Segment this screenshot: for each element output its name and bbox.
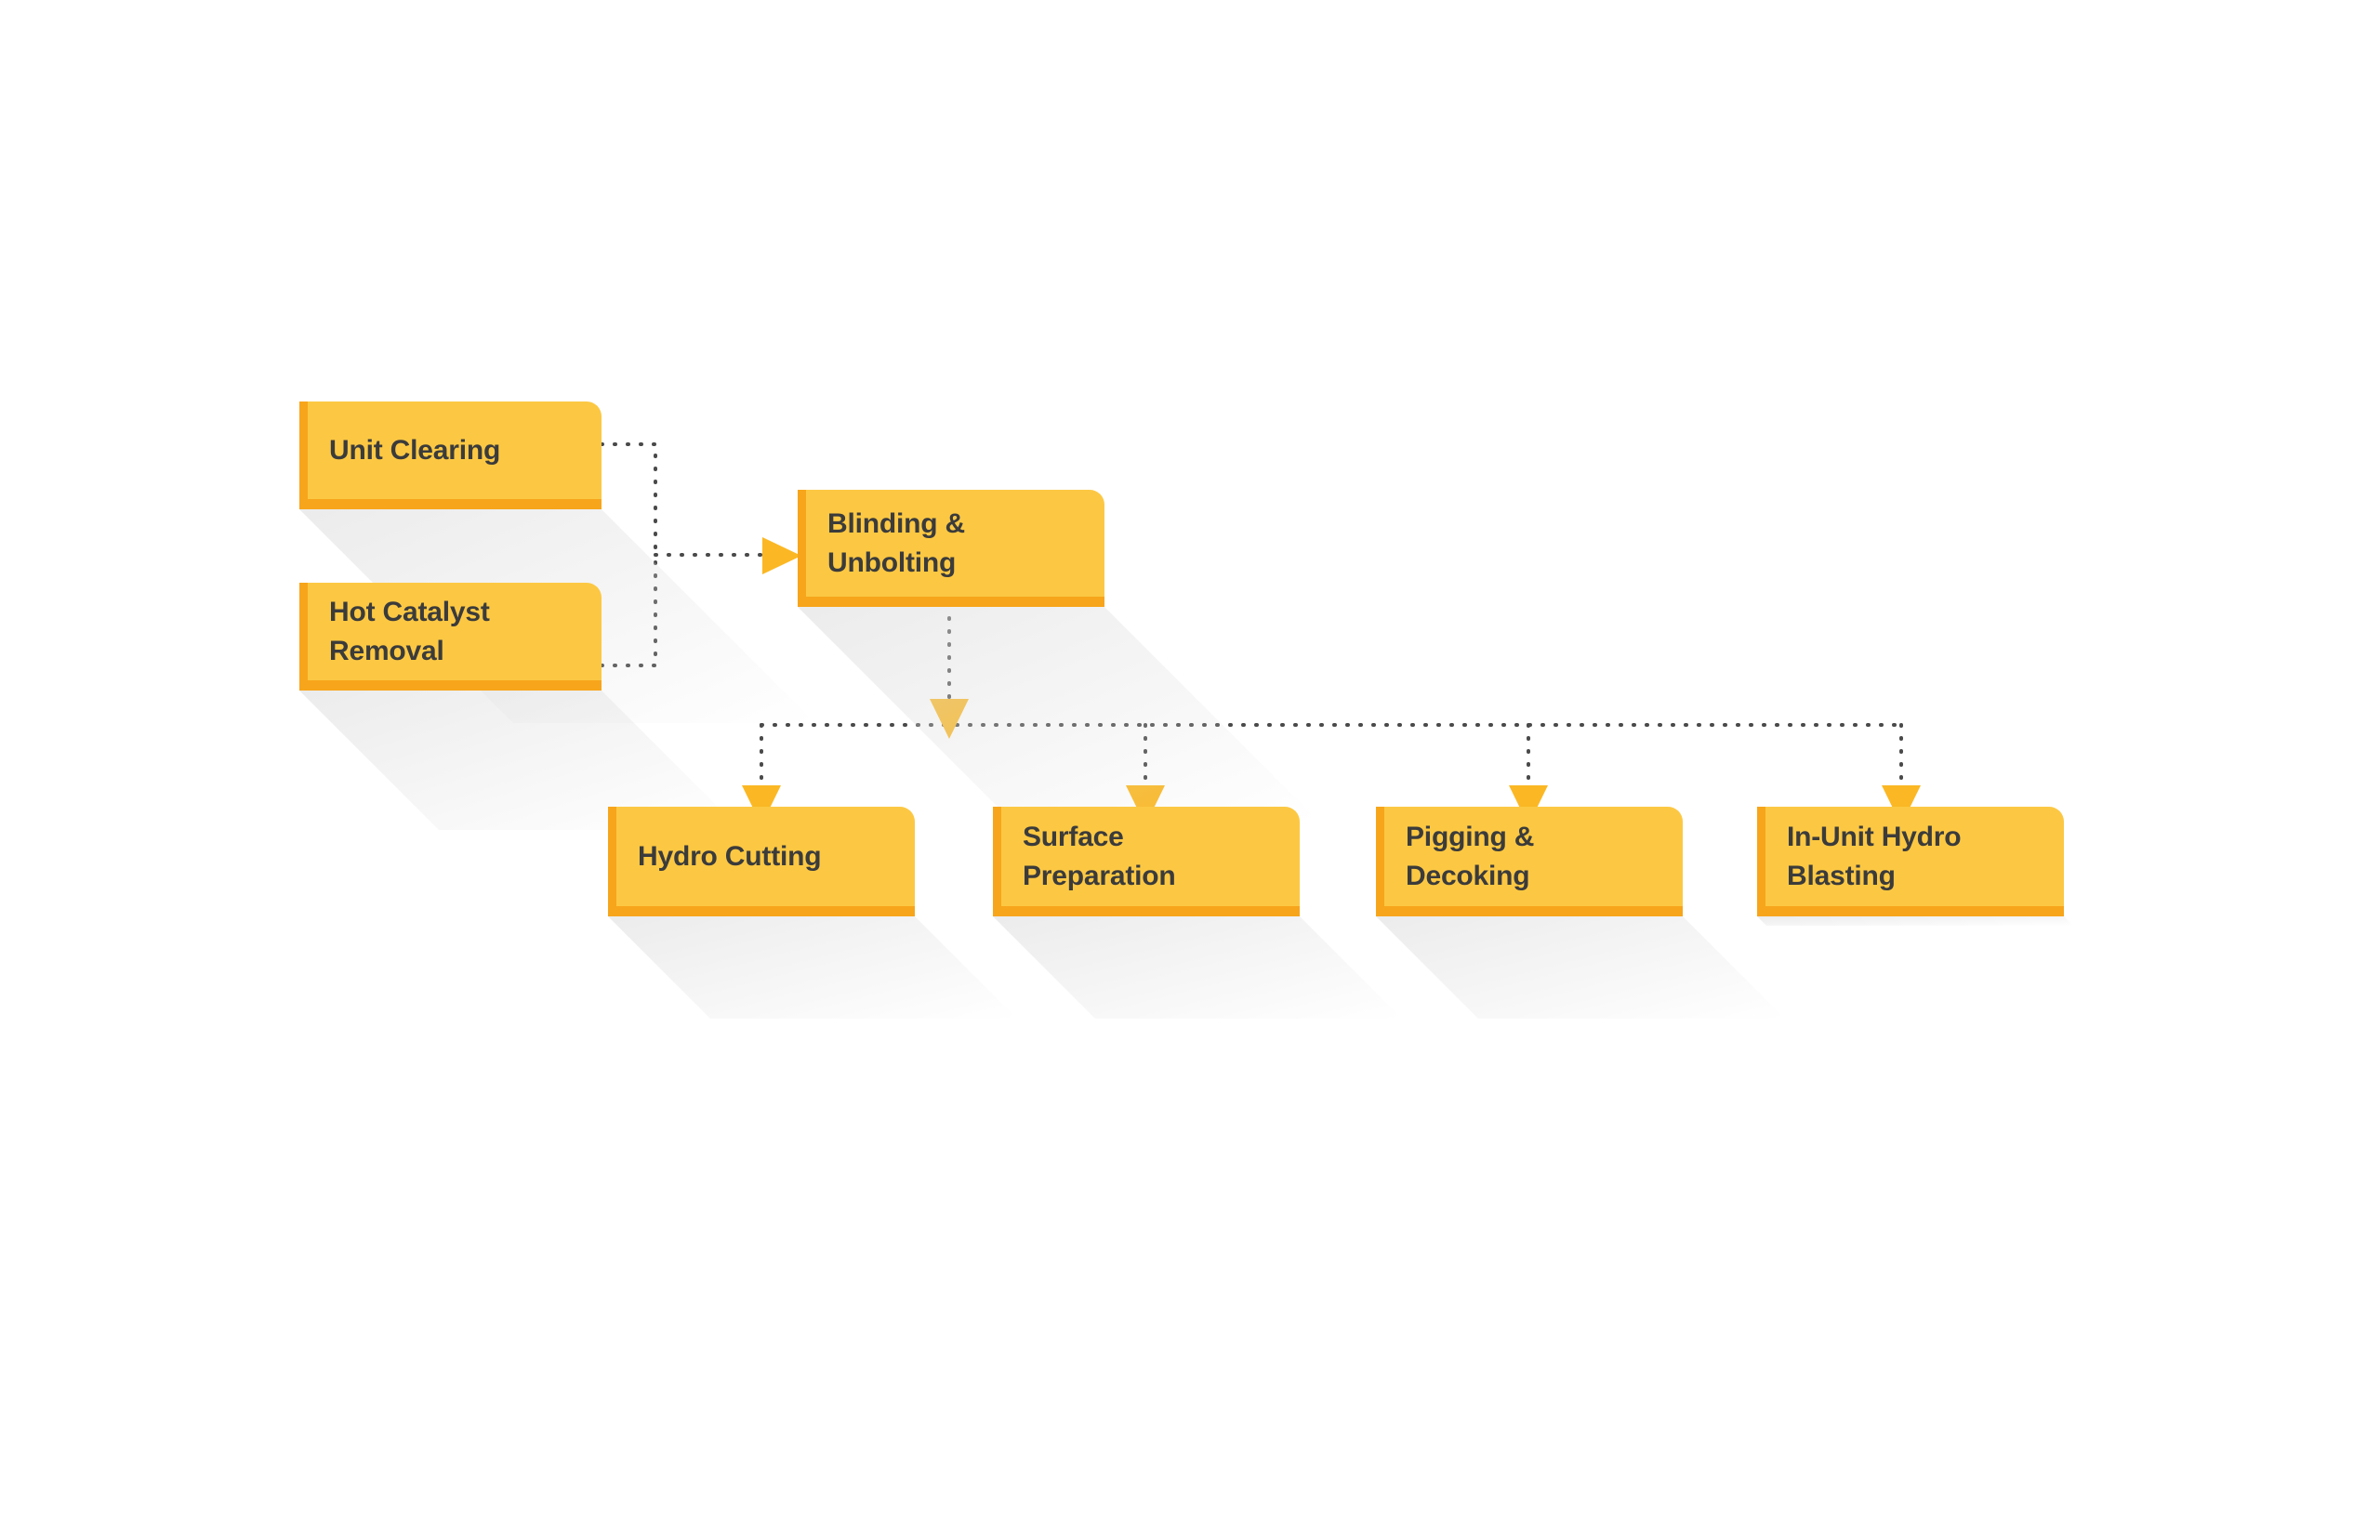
node-hydro-cutting[interactable]: Hydro Cutting: [608, 807, 915, 916]
node-unit-clearing[interactable]: Unit Clearing: [299, 401, 602, 509]
node-label-hot-catalyst-removal: Hot Catalyst Removal: [329, 597, 490, 666]
arrowhead-to-bus: [930, 699, 969, 739]
node-in-unit-hydro-blasting[interactable]: In-Unit Hydro Blasting: [1757, 807, 2064, 916]
node-label-surface-preparation: Surface Preparation: [1023, 822, 1176, 891]
node-hot-catalyst-removal[interactable]: Hot Catalyst Removal: [299, 583, 602, 691]
node-label-hydro-cutting: Hydro Cutting: [638, 840, 822, 872]
node-surface-preparation[interactable]: Surface Preparation: [993, 807, 1300, 916]
arrowhead-to-blinding: [762, 537, 801, 574]
node-label-blinding-unbolting: Blinding & Unbolting: [827, 508, 965, 578]
node-label-in-unit-hydro-blasting: In-Unit Hydro Blasting: [1787, 822, 1962, 891]
node-label-pigging-decoking: Pigging & Decoking: [1406, 822, 1535, 891]
node-blinding-unbolting[interactable]: Blinding & Unbolting: [798, 490, 1104, 607]
node-label-unit-clearing: Unit Clearing: [329, 434, 501, 466]
node-pigging-decoking[interactable]: Pigging & Decoking: [1376, 807, 1683, 916]
